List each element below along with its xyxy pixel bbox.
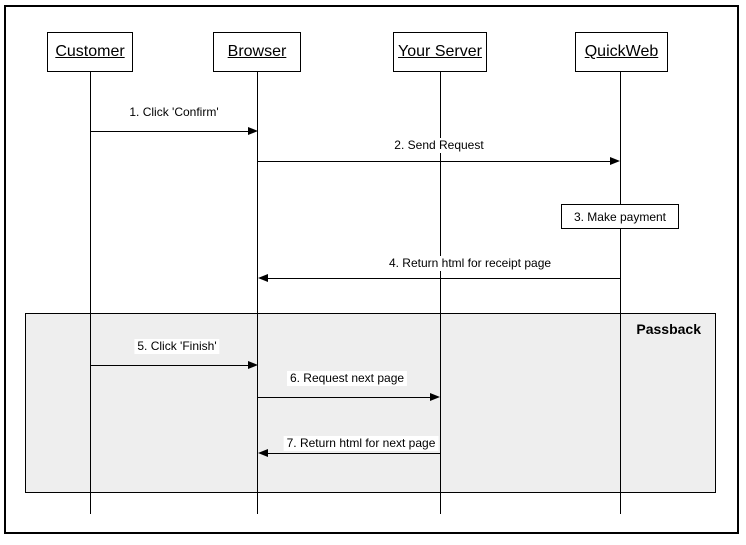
message-4-arrowhead-icon: [258, 274, 268, 282]
lifeline-quickweb: [620, 71, 621, 514]
message-5-arrowhead-icon: [248, 361, 258, 369]
message-7-line: [268, 453, 440, 454]
message-2-label: 2. Send Request: [391, 138, 487, 153]
message-6-label: 6. Request next page: [286, 371, 408, 386]
message-1-arrowhead-icon: [248, 127, 258, 135]
lifeline-your-server: [440, 71, 441, 514]
lifeline-browser: [257, 71, 258, 514]
message-4-line: [268, 278, 620, 279]
message-5-label: 5. Click 'Finish': [134, 339, 220, 354]
actor-box-your-server: Your Server: [393, 32, 487, 72]
passback-region: Passback: [25, 313, 716, 493]
actor-name-quickweb: QuickWeb: [584, 43, 659, 60]
message-3-label: 3. Make payment: [573, 209, 667, 224]
message-1-label: 1. Click 'Confirm': [126, 105, 222, 120]
actor-box-browser: Browser: [213, 32, 301, 72]
message-6-arrowhead-icon: [430, 393, 440, 401]
actor-name-browser: Browser: [227, 43, 287, 60]
message-6-line: [258, 397, 430, 398]
message-5-line: [91, 365, 248, 366]
actor-name-customer: Customer: [55, 43, 125, 60]
message-2-line: [258, 161, 610, 162]
passback-region-label: Passback: [636, 321, 701, 337]
message-4-label: 4. Return html for receipt page: [385, 256, 555, 271]
actor-name-your-server: Your Server: [398, 43, 482, 60]
actor-box-customer: Customer: [47, 32, 133, 72]
message-3-self-box: 3. Make payment: [561, 204, 679, 229]
diagram-border: [4, 5, 739, 534]
actor-box-quickweb: QuickWeb: [575, 32, 668, 72]
lifeline-customer: [90, 71, 91, 514]
message-7-label: 7. Return html for next page: [283, 436, 439, 451]
message-7-arrowhead-icon: [258, 449, 268, 457]
message-1-line: [91, 131, 248, 132]
message-2-arrowhead-icon: [610, 157, 620, 165]
